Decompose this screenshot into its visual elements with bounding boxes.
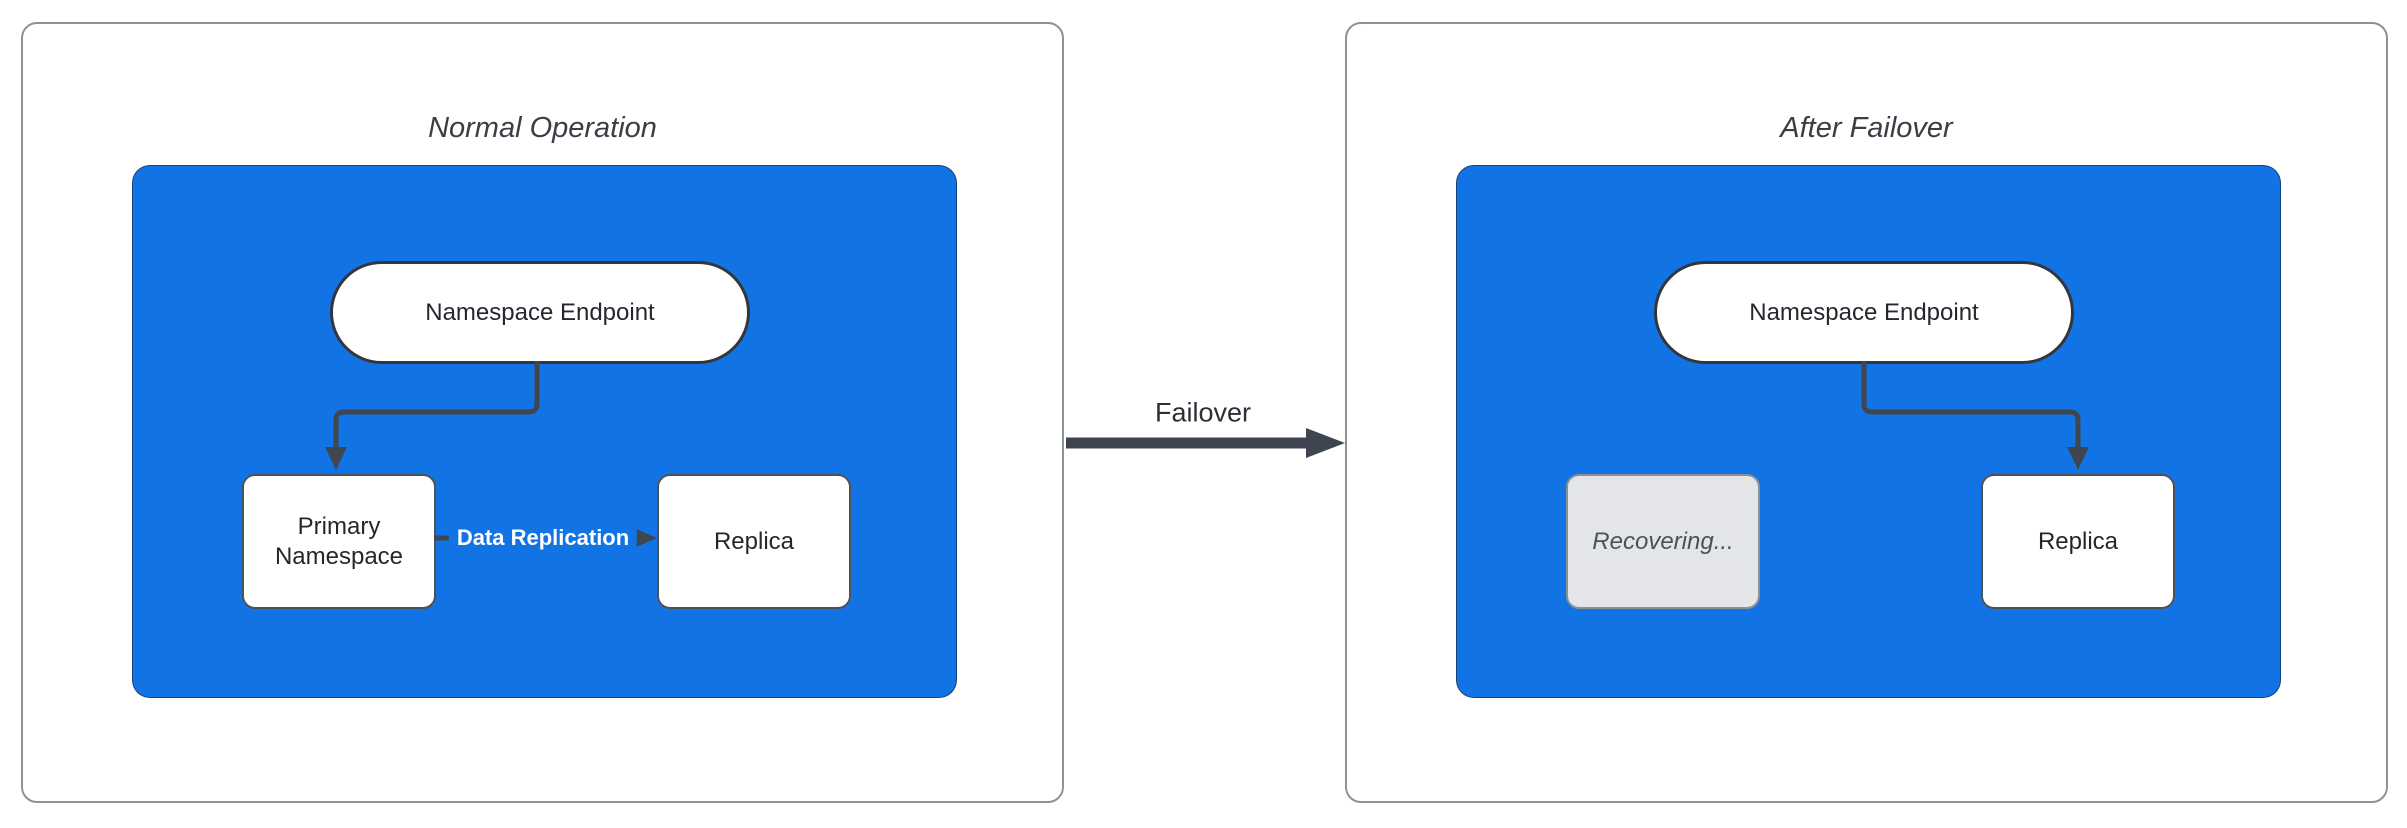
replica-node-left: Replica <box>657 474 851 609</box>
replica-label-left: Replica <box>713 527 795 555</box>
replica-label-right: Replica <box>2037 527 2119 555</box>
failover-label: Failover <box>1154 397 1252 428</box>
after-failover-cluster: Namespace Endpoint Recovering... Replica <box>1456 165 2281 698</box>
failover-arrowhead-icon <box>1306 428 1345 458</box>
normal-operation-panel: Normal Operation Namespace Endpoint Prim… <box>21 22 1064 803</box>
namespace-endpoint-node-right: Namespace Endpoint <box>1654 261 2074 364</box>
normal-operation-cluster: Namespace Endpoint Primary Namespace Rep… <box>132 165 957 698</box>
namespace-endpoint-node-left: Namespace Endpoint <box>330 261 750 364</box>
namespace-endpoint-label-left: Namespace Endpoint <box>425 298 655 326</box>
after-failover-panel: After Failover Namespace Endpoint Recove… <box>1345 22 2388 803</box>
namespace-endpoint-label-right: Namespace Endpoint <box>1749 298 1979 326</box>
recovering-label: Recovering... <box>1592 527 1734 555</box>
recovering-node: Recovering... <box>1566 474 1760 609</box>
primary-namespace-node: Primary Namespace <box>242 474 436 609</box>
replica-node-right: Replica <box>1981 474 2175 609</box>
failover-arrow <box>1066 428 1345 458</box>
after-failover-title: After Failover <box>1780 112 1953 144</box>
data-replication-label: Data Replication <box>448 523 638 553</box>
primary-namespace-label: Primary Namespace <box>274 512 404 570</box>
normal-operation-title: Normal Operation <box>428 112 657 144</box>
